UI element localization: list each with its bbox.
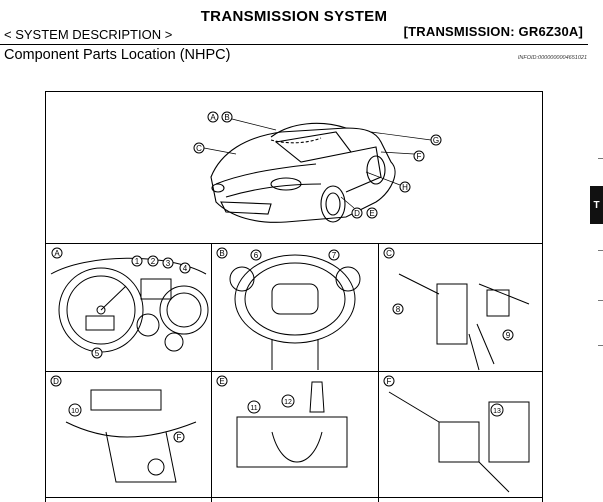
info-id: INFOID:0000000004651021 bbox=[517, 55, 587, 61]
callout-8: 8 bbox=[396, 305, 401, 314]
figure-divider bbox=[45, 371, 543, 372]
edge-mark bbox=[598, 300, 603, 301]
callout-5: 5 bbox=[95, 349, 100, 358]
callout-10: 10 bbox=[71, 408, 79, 415]
edge-mark bbox=[598, 345, 603, 346]
panel-f-control-unit: F 13 bbox=[383, 375, 530, 493]
panel-d-center-console: D 10 F bbox=[50, 375, 197, 483]
panel-b-steering-wheel: B 6 7 bbox=[216, 247, 361, 370]
callout-4: 4 bbox=[183, 264, 188, 273]
callout-e: E bbox=[369, 209, 374, 218]
callout-c: C bbox=[196, 144, 202, 153]
figure-divider bbox=[45, 243, 543, 244]
edge-mark bbox=[598, 250, 603, 251]
callout-d: D bbox=[354, 209, 360, 218]
header-divider bbox=[0, 44, 588, 45]
callout-2: 2 bbox=[151, 257, 156, 266]
section-code: [TRANSMISSION: GR6Z30A] bbox=[403, 24, 583, 39]
car-overview-illustration: A B C D E F G H bbox=[193, 111, 442, 223]
callout-12: 12 bbox=[284, 399, 292, 406]
callout-3: 3 bbox=[166, 259, 171, 268]
panel-c-letter: C bbox=[386, 249, 392, 258]
callout-a: A bbox=[210, 113, 216, 122]
section-side-tab[interactable]: T bbox=[590, 186, 603, 224]
callout-1: 1 bbox=[135, 257, 140, 266]
callout-9: 9 bbox=[506, 331, 511, 340]
callout-7: 7 bbox=[332, 251, 337, 260]
page-title: TRANSMISSION SYSTEM bbox=[200, 8, 388, 25]
callout-11: 11 bbox=[250, 405, 257, 412]
edge-mark bbox=[598, 158, 603, 159]
panel-b-letter: B bbox=[219, 249, 224, 258]
system-description-link[interactable]: < SYSTEM DESCRIPTION > bbox=[4, 27, 173, 42]
figure-divider bbox=[378, 243, 379, 502]
panel-a-combination-meter: A 1 2 3 4 5 bbox=[50, 247, 209, 359]
component-location-figure bbox=[45, 91, 543, 502]
figure-divider bbox=[45, 497, 543, 498]
panel-e-letter: E bbox=[219, 377, 224, 386]
panel-d-letter: D bbox=[53, 377, 59, 386]
callout-g: G bbox=[433, 136, 439, 145]
panel-a-letter: A bbox=[54, 249, 60, 258]
callout-f: F bbox=[417, 152, 422, 161]
callout-f-in-d: F bbox=[177, 433, 182, 442]
panel-c-pedal-area: C 8 9 bbox=[383, 247, 530, 371]
callout-b: B bbox=[224, 113, 229, 122]
callout-h: H bbox=[402, 183, 408, 192]
callout-13: 13 bbox=[493, 408, 501, 415]
callout-6: 6 bbox=[254, 251, 259, 260]
panel-e-shift-lever: E 11 12 bbox=[216, 375, 348, 468]
panel-f-letter: F bbox=[387, 377, 392, 386]
section-subtitle: Component Parts Location (NHPC) bbox=[4, 47, 231, 63]
figure-divider bbox=[211, 243, 212, 502]
